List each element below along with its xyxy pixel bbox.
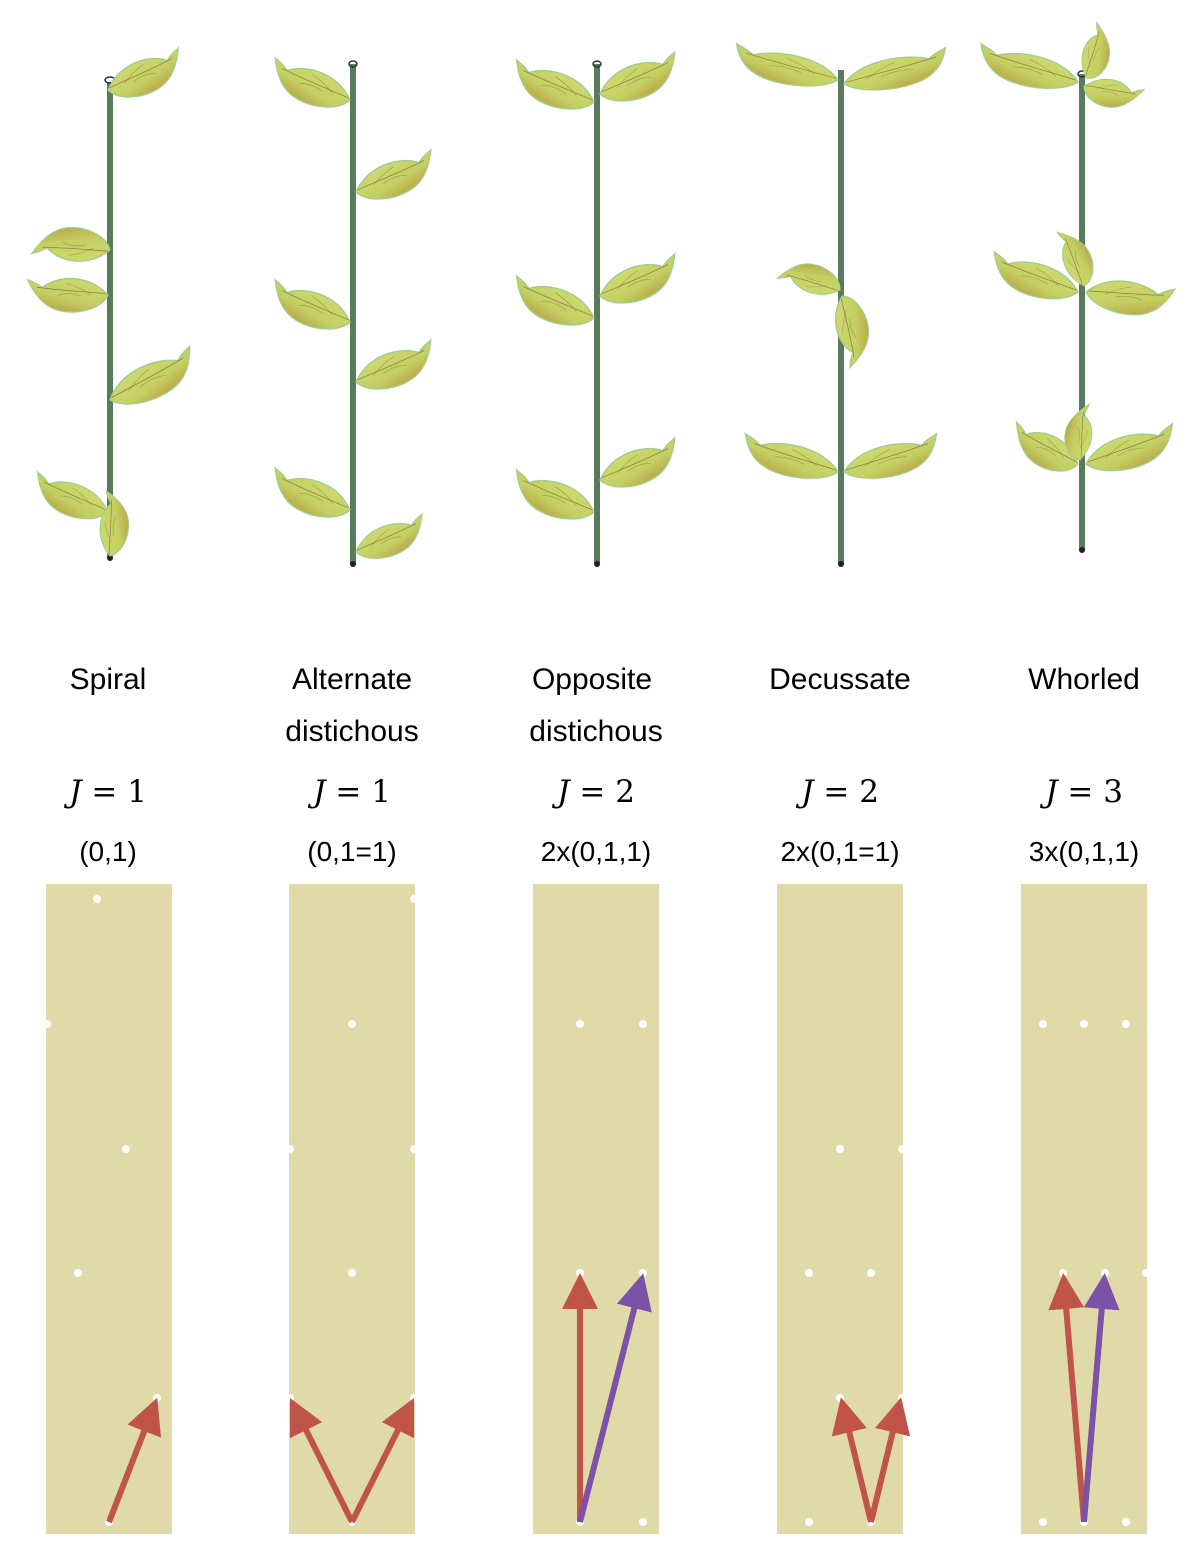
j-number: 1 [371,774,391,810]
phyllotaxis-name: Opposite [531,663,653,696]
lattice-point [898,1145,906,1153]
lattice-point [867,1269,875,1277]
lattice-point [1059,1269,1067,1277]
generator-arrow [831,1397,874,1523]
j-variable: J [313,774,326,810]
j-variable: J [557,774,570,810]
lattice-opposite [533,884,659,1534]
plant-alternate [275,58,432,567]
lattice-point [1122,1020,1130,1028]
plant-illustrations [0,21,1176,567]
j-value: J = 2 [720,766,960,818]
lattice-point [836,1394,844,1402]
plant-decussate [737,44,947,567]
lattice-point [348,1269,356,1277]
j-equals: = [823,774,850,810]
j-variable: J [801,774,814,810]
lattice-point [576,1269,584,1277]
j-equals: = [335,774,362,810]
j-number: 1 [127,774,147,810]
lattice-point [639,1269,647,1277]
lattice-point [639,1020,647,1028]
j-number: 2 [859,774,879,810]
lattice-point [1101,1269,1109,1277]
phyllotaxis-name: Decussate [769,663,911,696]
j-equals: = [579,774,606,810]
plant-spiral [27,47,198,561]
phyllotaxis-name: Whorled [1028,663,1140,696]
lattice-spiral [43,884,172,1534]
j-variable: J [1045,774,1058,810]
lattice-decussate [777,884,911,1534]
j-value: J = 3 [964,766,1196,818]
lattice-point [43,1020,51,1028]
lattice-point [410,895,418,903]
j-value: J = 1 [0,766,228,818]
lattice-notation: 2x(0,1=1) [780,836,900,867]
j-equals: = [91,774,118,810]
j-equals: = [1067,774,1094,810]
lattice-point [122,1145,130,1153]
lattice-point [639,1518,647,1526]
generator-arrow [868,1397,911,1523]
generator-arrow [1081,1273,1120,1523]
lattice-point [805,1269,813,1277]
lattice-notation: (0,1=1) [307,836,397,867]
lattice-point [836,1145,844,1153]
lattice-alternate [286,884,418,1534]
lattice-point [898,1394,906,1402]
lattice-notation: 2x(0,1,1) [540,836,652,867]
j-number: 3 [1103,774,1123,810]
lattice-point [410,1145,418,1153]
lattice-point [74,1269,82,1277]
lattice-point [576,1020,584,1028]
lattice-point [153,1394,161,1402]
phyllotaxis-name: Alternate [291,663,413,696]
lattice-point [410,1394,418,1402]
lattice-point [1142,1269,1150,1277]
lattice-point [93,895,101,903]
plant-whorled [981,21,1176,553]
phyllotaxis-name-line2: distichous [285,715,419,748]
generator-arrow [349,1397,415,1524]
j-variable: J [69,774,82,810]
lattice-notation: (0,1) [79,836,137,867]
lattice-point [348,1020,356,1028]
plant-opposite [517,51,676,567]
lattice-point [286,1394,294,1402]
generator-arrow [1048,1273,1087,1523]
phyllotaxis-name: Spiral [69,663,147,696]
generator-arrow [106,1397,162,1524]
j-value: J = 1 [232,766,472,818]
j-number: 2 [615,774,635,810]
j-value: J = 2 [476,766,716,818]
lattice-point [1039,1020,1047,1028]
lattice-point [1039,1518,1047,1526]
generator-arrow [577,1273,652,1523]
lattice-whorled [1021,884,1150,1534]
lattice-notation: 3x(0,1,1) [1028,836,1140,867]
lattice-point [805,1518,813,1526]
lattice-point [1080,1020,1088,1028]
lattice-point [1122,1518,1130,1526]
lattice-point [286,1145,294,1153]
phyllotaxis-name-line2: distichous [529,715,663,748]
generator-arrow [289,1397,355,1524]
